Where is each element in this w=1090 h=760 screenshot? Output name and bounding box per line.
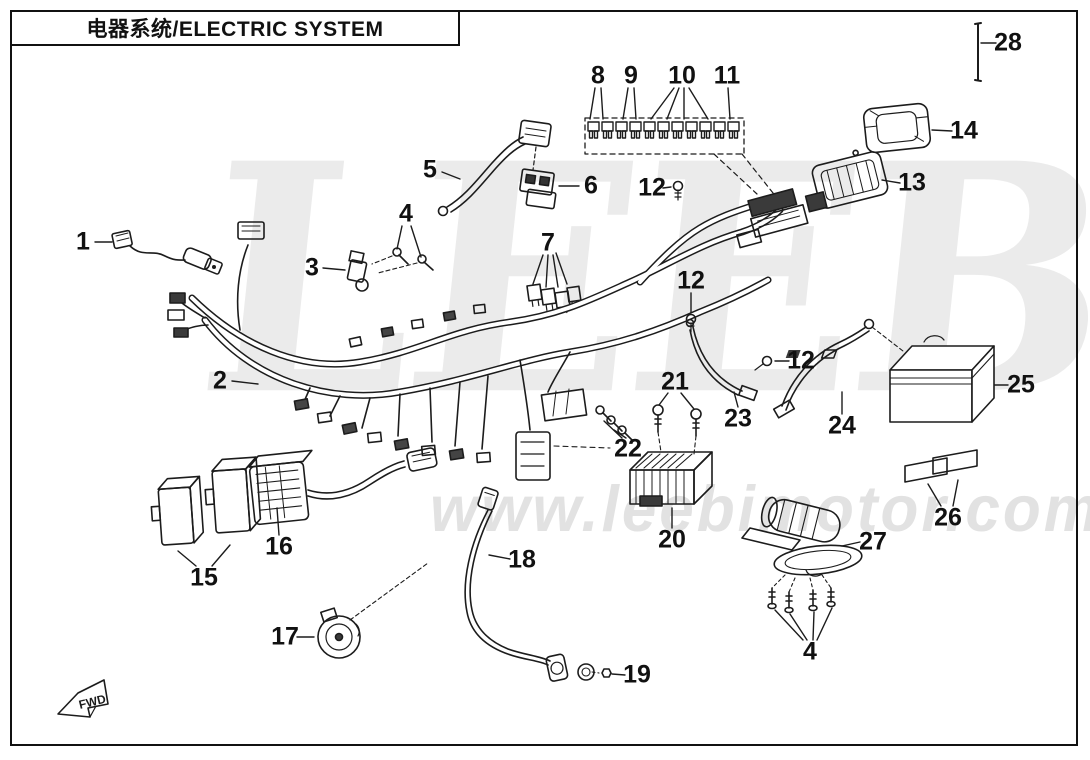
part-15-covers — [150, 456, 262, 546]
part-27-fuel-pump — [741, 496, 863, 593]
part-21-screws — [652, 404, 702, 455]
leader-lines — [94, 42, 1009, 676]
part-5-cable — [437, 119, 552, 217]
part-19-switch — [577, 663, 612, 681]
part-14-bracket — [862, 102, 932, 154]
part-3-sensor — [346, 250, 369, 292]
harness-connectors — [293, 303, 492, 464]
fuse-box — [584, 117, 778, 199]
fwd-label: FWD — [77, 692, 107, 712]
page-title: 电器系统/ELECTRIC SYSTEM — [86, 18, 384, 41]
title-box: 电器系统/ELECTRIC SYSTEM — [10, 10, 460, 46]
part-23-cable — [685, 318, 759, 402]
part-6-starter-relay — [519, 168, 557, 210]
part-2-harness — [167, 188, 809, 481]
part-1-sensor — [111, 229, 223, 275]
part-4-bolts — [371, 247, 434, 274]
part-13-ecu — [804, 149, 889, 213]
url-watermark: www.leebimotor.com — [430, 473, 1090, 546]
part-17-horn — [317, 562, 429, 659]
part-26-pads — [904, 449, 978, 483]
part-20-regulator — [629, 451, 713, 507]
fwd-arrow: FWD — [57, 679, 109, 718]
part-16-controller — [248, 447, 438, 526]
part-18-switch-cable — [464, 486, 569, 682]
fuses — [587, 121, 740, 139]
part-7-relays — [526, 283, 582, 314]
part-4-pump-screws — [767, 587, 836, 614]
part-24-cable — [772, 318, 904, 419]
part-25-battery — [785, 335, 995, 423]
part-28-cable-tie — [974, 22, 982, 82]
part-22-screws — [553, 405, 634, 449]
